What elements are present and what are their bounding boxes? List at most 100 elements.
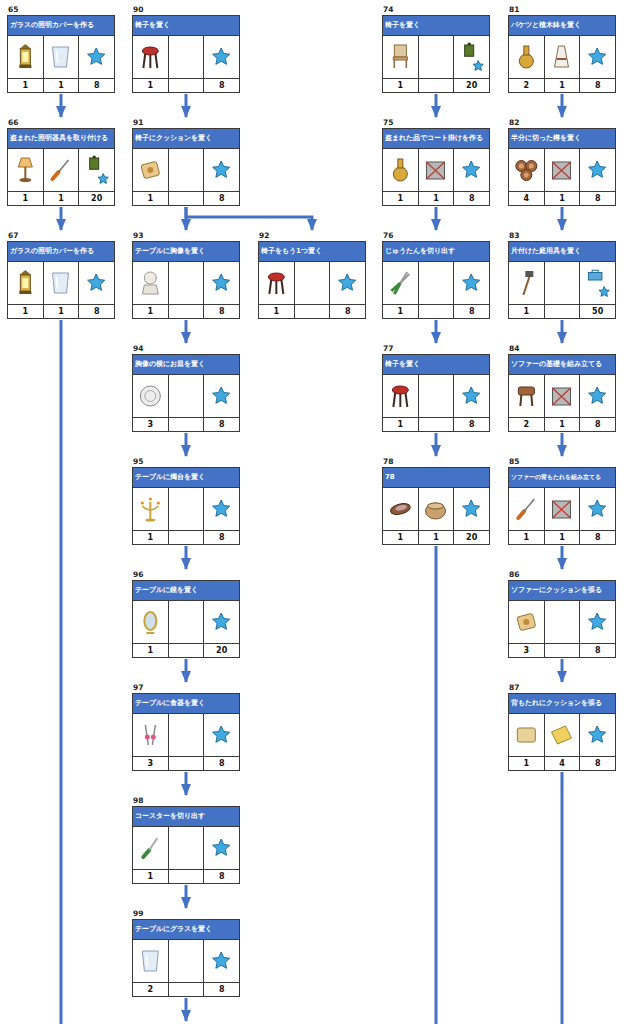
item-row [383, 261, 489, 304]
item-row [133, 826, 239, 869]
count-row: 218 [509, 417, 615, 431]
count-cell: 3 [133, 418, 168, 431]
lantern-icon [19, 291, 31, 294]
card-header: テーブルに胸像を置く [133, 242, 239, 261]
can-icon [465, 45, 474, 56]
card-frame: ソファーの背もたれを組み立てる118 [508, 467, 616, 545]
box-icon [553, 388, 571, 405]
item-cell [418, 375, 454, 417]
star-icon [589, 387, 606, 403]
item-icon [553, 388, 571, 405]
item-count: 4 [559, 759, 565, 768]
cushion-icon [141, 161, 160, 179]
count-row: 120 [133, 643, 239, 657]
item-count: 1 [398, 420, 404, 429]
count-cell: 1 [383, 305, 418, 318]
count-cell: 1 [509, 305, 544, 318]
count-row: 120 [383, 78, 489, 92]
task-card: 87背もたれにクッションを張る148 [508, 683, 616, 771]
item-cell [203, 714, 239, 756]
count-cell: 1 [259, 305, 294, 318]
flow-arrow [561, 546, 564, 569]
count-cell: 8 [453, 305, 489, 318]
card-header: ガラスの照明カバーを作る [8, 16, 114, 35]
item-cell [453, 488, 489, 530]
item-icon [141, 497, 160, 521]
count-cell: 1 [509, 531, 544, 544]
box-icon [427, 162, 445, 179]
count-cell [168, 531, 204, 544]
item-icon [53, 160, 69, 179]
star-icon [213, 500, 230, 516]
item-cell [544, 375, 580, 417]
star-icon [589, 613, 606, 629]
knife-icon [143, 850, 149, 857]
item-row [509, 35, 615, 78]
item-cell [203, 149, 239, 191]
card-frame: 盗まれた品でコート掛けを作る118 [382, 128, 490, 206]
card-frame: じゅうたんを切り出す18 [382, 241, 490, 319]
task-card: 93テーブルに胸像を置く18 [132, 231, 240, 319]
item-cell [329, 262, 365, 304]
task-title: 盗まれた照明器具を取り付ける [10, 134, 108, 142]
chair-icon [394, 45, 406, 57]
card-header: コースターを切り出す [133, 807, 239, 826]
item-icon [589, 500, 606, 516]
card-frame: テーブルに胸像を置く18 [132, 241, 240, 319]
task-number: 85 [508, 457, 616, 467]
count-cell: 8 [203, 192, 239, 205]
candle-icon [149, 497, 152, 500]
count-row: 18 [133, 869, 239, 883]
task-card: 75盗まれた品でコート掛けを作る118 [382, 118, 490, 206]
driver-icon [524, 499, 534, 511]
count-cell: 4 [544, 757, 580, 770]
driver-icon [59, 160, 69, 172]
item-cell [383, 375, 418, 417]
foam-icon [552, 726, 572, 744]
task-card: 66盗まれた照明器具を取り付ける1120 [7, 118, 115, 206]
flow-arrow [435, 320, 438, 343]
item-icon [518, 499, 534, 518]
item-count: 8 [595, 420, 601, 429]
count-cell: 4 [509, 192, 544, 205]
count-row: 1120 [8, 191, 114, 205]
card-header: 椅子を置く [383, 16, 489, 35]
item-cell [133, 940, 168, 982]
item-icon [465, 43, 484, 71]
count-cell: 1 [43, 79, 79, 92]
item-count: 3 [524, 646, 530, 655]
task-card: 83片付けた庭用具を置く150 [508, 231, 616, 319]
count-cell: 8 [203, 983, 239, 996]
count-cell: 1 [383, 79, 418, 92]
flow-arrow [60, 94, 63, 117]
item-row [383, 35, 489, 78]
task-card: 94胸像の横にお皿を置く38 [132, 344, 240, 432]
continuation-line [561, 772, 564, 1024]
item-cell [203, 601, 239, 643]
task-title: テーブルにグラスを置く [135, 925, 212, 933]
count-cell [294, 305, 330, 318]
task-card: 74椅子を置く120 [382, 5, 490, 93]
item-cell [168, 601, 204, 643]
item-row [8, 35, 114, 78]
box-icon [427, 162, 445, 179]
task-card: 95テーブルに燭台を置く18 [132, 457, 240, 545]
item-icon [19, 44, 31, 68]
pillow-icon [517, 728, 535, 742]
item-cell [579, 488, 615, 530]
card-frame: 半分に切った樽を置く418 [508, 128, 616, 206]
count-cell: 1 [383, 192, 418, 205]
continuation-line [60, 320, 63, 1024]
candle-icon [157, 501, 160, 504]
task-title: 半分に切った樽を置く [511, 134, 581, 142]
count-cell [168, 305, 204, 318]
item-icon [143, 838, 157, 857]
count-cell [168, 418, 204, 431]
item-cell [78, 36, 114, 78]
task-number: 94 [132, 344, 240, 354]
item-icon [53, 47, 69, 67]
item-cell [544, 262, 580, 304]
task-title: 椅子を置く [135, 21, 170, 29]
flow-arrow [60, 207, 63, 230]
